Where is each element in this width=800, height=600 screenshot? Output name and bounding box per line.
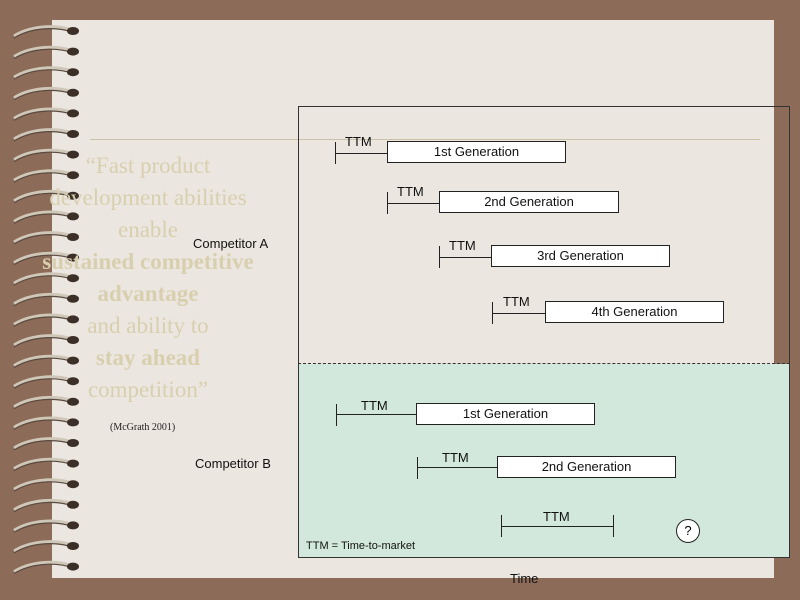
quote-line-bold: advantage xyxy=(97,281,199,306)
spiral-coil xyxy=(13,395,73,409)
spiral-coil xyxy=(13,66,73,79)
spiral-coil xyxy=(13,540,73,553)
spiral-coil xyxy=(13,25,73,38)
spiral-coil xyxy=(13,457,73,470)
spiral-coil xyxy=(13,313,73,326)
ttm-span-line xyxy=(439,257,491,258)
quote-line-bold: sustained competitive xyxy=(42,249,254,274)
spiral-hole xyxy=(67,521,79,530)
spiral-hole xyxy=(67,542,79,550)
spiral-coil xyxy=(13,189,73,203)
ttm-span-line xyxy=(336,414,416,415)
spiral-hole xyxy=(67,356,79,365)
spiral-hole xyxy=(67,562,79,571)
ttm-start-tick xyxy=(336,404,337,426)
spiral-coil xyxy=(13,519,73,532)
spiral-hole xyxy=(67,274,79,283)
competitor-divider xyxy=(298,363,790,364)
spiral-coil xyxy=(13,107,73,120)
ttm-legend: TTM = Time-to-market xyxy=(306,540,416,552)
competitor-b-generation-1: 1st Generation xyxy=(416,403,595,425)
spiral-hole xyxy=(67,439,79,447)
spiral-coil xyxy=(13,128,73,141)
spiral-hole xyxy=(67,233,79,241)
quote-line-bold: stay ahead xyxy=(95,345,201,370)
competitor-a-generation-3: 3rd Generation xyxy=(491,245,670,267)
spiral-hole xyxy=(67,150,79,159)
competitor-a-generation-4: 4th Generation xyxy=(545,301,724,323)
spiral-hole xyxy=(67,397,79,406)
x-axis-label: Time xyxy=(510,571,539,586)
spiral-hole xyxy=(67,459,79,468)
ttm-span-line xyxy=(501,526,614,527)
competitor-a-label: Competitor A xyxy=(193,236,269,251)
ttm-span-line xyxy=(387,203,439,204)
spiral-hole xyxy=(67,336,79,344)
spiral-coil xyxy=(13,148,73,161)
ttm-span-line xyxy=(492,313,545,314)
spiral-coil xyxy=(13,354,73,367)
spiral-hole xyxy=(67,88,79,97)
ttm-span-line xyxy=(417,467,497,468)
spiral-hole xyxy=(67,294,79,303)
spiral-hole xyxy=(67,480,79,489)
spiral-coil xyxy=(13,437,73,450)
competitor-b-generation-2: 2nd Generation xyxy=(497,456,676,478)
diagram-frame xyxy=(298,106,790,558)
spiral-hole xyxy=(67,500,79,509)
quote-line: development abilities xyxy=(49,185,247,210)
quote-line: enable xyxy=(117,217,178,242)
spiral-hole xyxy=(67,418,79,427)
spiral-hole xyxy=(67,212,79,221)
ttm-label: TTM xyxy=(345,134,372,149)
spiral-hole xyxy=(67,68,79,77)
spiral-binding-icon xyxy=(13,25,79,575)
ttm-label: TTM xyxy=(543,509,570,524)
spiral-coil xyxy=(13,498,73,512)
competitor-a-generation-1: 1st Generation xyxy=(387,141,566,163)
spiral-hole xyxy=(67,253,79,262)
spiral-coil xyxy=(13,416,73,429)
ttm-label: TTM xyxy=(397,184,424,199)
ttm-label: TTM xyxy=(442,450,469,465)
spiral-hole xyxy=(67,315,79,324)
spiral-coil xyxy=(13,169,73,182)
spiral-coil xyxy=(13,292,73,306)
spiral-coil xyxy=(13,210,73,223)
ttm-label: TTM xyxy=(449,238,476,253)
unknown-generation-marker: ? xyxy=(676,519,700,543)
spiral-coil xyxy=(13,251,73,264)
spiral-coil xyxy=(13,334,73,347)
competitor-b-label: Competitor B xyxy=(195,456,271,471)
spiral-hole xyxy=(67,377,79,386)
spiral-coil xyxy=(13,560,73,573)
competitor-a-generation-2: 2nd Generation xyxy=(439,191,619,213)
spiral-hole xyxy=(67,171,79,180)
quote-line: and ability to xyxy=(87,313,209,338)
quote-line: competition” xyxy=(87,377,209,402)
ttm-span-line xyxy=(335,153,387,154)
spiral-coil xyxy=(13,231,73,244)
spiral-hole xyxy=(67,27,79,35)
mcgrath-quote: “Fast product development abilities enab… xyxy=(20,150,276,406)
spiral-hole xyxy=(67,130,79,138)
spiral-coil xyxy=(13,375,73,388)
spiral-coil xyxy=(13,86,73,100)
horizontal-rule xyxy=(90,139,760,140)
ttm-label: TTM xyxy=(503,294,530,309)
spiral-coil xyxy=(13,272,73,285)
quote-line: “Fast product xyxy=(85,153,211,178)
ttm-start-tick xyxy=(417,457,418,479)
spiral-coil xyxy=(13,45,73,58)
quote-citation: (McGrath 2001) xyxy=(110,422,176,433)
spiral-coil xyxy=(13,478,73,491)
spiral-hole xyxy=(67,47,79,56)
spiral-hole xyxy=(67,109,79,118)
spiral-hole xyxy=(67,191,79,200)
ttm-label: TTM xyxy=(361,398,388,413)
